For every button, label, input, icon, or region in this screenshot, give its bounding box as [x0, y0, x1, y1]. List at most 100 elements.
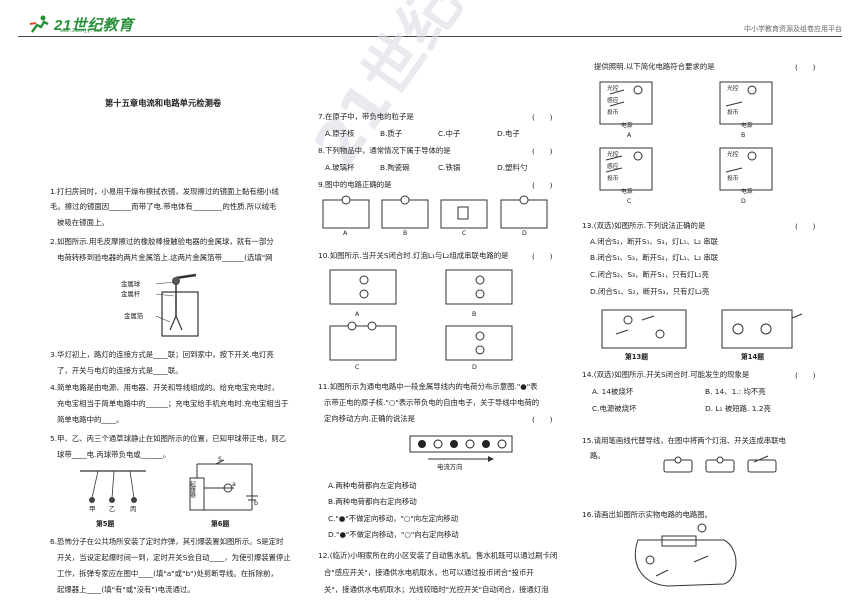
- q6-line1: 6.恐怖分子在公共场所安装了定时炸弹，其引爆装置如图所示。S是定时: [50, 537, 284, 546]
- q1-line2: 毛。擦过的镜面因______而带了电.带电体有________的性质.所以绒毛: [50, 202, 277, 211]
- box-a-coin: 投币: [607, 110, 619, 116]
- q16-stem: 16.请画出如图所示实物电路的电路图。: [582, 510, 713, 519]
- q14-answer-paren[interactable]: ( ): [795, 371, 816, 380]
- q14-opt-a[interactable]: A. 14被烧坏: [592, 387, 634, 396]
- box-a-light-ctrl: 光控: [607, 86, 619, 92]
- q7-answer-paren[interactable]: ( ): [532, 113, 553, 122]
- q11-line3: 定向移动方向.正确的说法是: [324, 414, 416, 423]
- q12-line1: 12.(临沂)小明家所在的小区安装了自动售水机。售水机既可以通过刷卡闭: [318, 551, 558, 560]
- q4-line2: 充电宝相当于简单电路中的______；充电宝给手机充电时.充电宝相当于: [57, 399, 289, 408]
- box-c-light-ctrl: 光控: [607, 152, 619, 158]
- q7-opt-c[interactable]: C.中子: [438, 129, 461, 138]
- box-b-light-ctrl: 光控: [727, 86, 739, 92]
- q9-fig-c: C: [462, 230, 467, 237]
- detonator-figure: [189, 459, 258, 511]
- q14-opt-d[interactable]: D. L₁ 被短路. 1.2亮: [705, 404, 771, 413]
- q11-opt-c[interactable]: C."●"不做定向移动，"○"向左定向移动: [328, 514, 459, 523]
- q6-line3: 工作，拆弹专家应在图中____(填"a"或"b")处剪断导线。在拆除前，: [57, 569, 278, 578]
- q7-opt-b[interactable]: B.质子: [380, 129, 403, 138]
- logo-text: 21世纪教育: [54, 16, 134, 34]
- q12-fig-c: C: [627, 198, 632, 205]
- label-metal-rod: 金属杆: [121, 290, 141, 298]
- q10-circuits-figure: [329, 269, 513, 361]
- box-d-light-ctrl: 光控: [727, 152, 739, 158]
- q3-line1: 3.华灯初上，路灯的连接方式是____联；回到家中，按下开关.电灯亮: [50, 350, 274, 359]
- q12-answer-paren[interactable]: ( ): [795, 63, 816, 72]
- q5-line1: 5.甲、乙、丙三个通草球静止在如图所示的位置，已知甲球带正电，则乙: [50, 434, 287, 443]
- q9-fig-d: D: [522, 230, 527, 237]
- q8-stem: 8.下列物品中，通常情况下属于导体的是: [318, 146, 451, 155]
- q11-answer-paren[interactable]: ( ): [532, 415, 553, 424]
- q2-line1: 2.如图所示.用毛皮摩擦过的橡胶棒接触验电器的金属球，就有一部分: [50, 237, 274, 246]
- q13-opt-c[interactable]: C.闭合S₂、S₃，断开S₁，只有灯L₁亮: [590, 270, 709, 279]
- ball-label-bing: 丙: [130, 505, 137, 513]
- q11-line1: 11.如图所示为通电电路中一段金属导线内的电荷分布示意图."●"表: [318, 382, 538, 391]
- box-d-coin: 投币: [727, 176, 739, 182]
- q9-circuits-figure: [322, 195, 548, 229]
- q1-line1: 1.打扫房间时，小易用干燥布擦拭衣镜，发现擦过的镜面上黏有细小绒: [50, 187, 279, 196]
- wire-a-label: a: [232, 481, 236, 488]
- q10-fig-b: B: [472, 311, 477, 318]
- q13-opt-d[interactable]: D.闭合S₁、S₂，断开S₃，只有灯L₂亮: [590, 287, 710, 296]
- q10-fig-a: A: [355, 311, 360, 318]
- q11-opt-d[interactable]: D."●"不做定向移动，"○"向右定向移动: [328, 530, 459, 539]
- q9-stem: 9.图中的电路正确的是: [318, 180, 392, 189]
- q9-fig-b: B: [403, 230, 408, 237]
- q12-circuits-figure: [599, 81, 773, 191]
- q5-line2: 球带____电.丙球带负电或______。: [57, 450, 171, 459]
- q8-opt-c[interactable]: C.铁锅: [438, 163, 461, 172]
- box-c-sensor: 感应: [607, 164, 619, 170]
- pith-balls-figure: [80, 470, 146, 503]
- box-d-power: 电源: [741, 189, 753, 195]
- q13-answer-paren[interactable]: ( ): [795, 222, 816, 231]
- q12-fig-d: D: [741, 198, 746, 205]
- q10-stem: 10.如图所示.当开关S闭合时.灯泡L₁与L₂组成串联电路的是: [318, 251, 509, 260]
- q11-line2: 示带正电的原子核."○"表示带负电的自由电子，关于导线中电荷的: [324, 398, 540, 407]
- q13-opt-b[interactable]: B.闭合S₁、S₃，断开S₂，灯L₁、L₂ 串联: [590, 253, 719, 262]
- q14-stem: 14.(双选)如图所示.开关S闭合时.可能发生的现象是: [582, 370, 750, 379]
- logo-url: www.21cnjy.com: [60, 28, 103, 34]
- q10-fig-d: D: [472, 364, 477, 371]
- q15-line1: 15.请用笔画线代替导线，在图中将两个灯泡、开关连成串联电: [582, 436, 786, 445]
- q7-opt-a[interactable]: A.原子核: [325, 129, 355, 138]
- q14-opt-b[interactable]: B. 14、1.: 均不亮: [705, 387, 766, 396]
- detonator-label: 起爆器: [189, 481, 195, 498]
- box-a-sensor: 感应: [607, 98, 619, 104]
- platform-name: 中小学教育资源及组卷应用平台: [744, 25, 842, 33]
- caption-q6: 第6题: [211, 520, 230, 528]
- q11-opt-a[interactable]: A.两种电荷都向左定向移动: [328, 481, 417, 490]
- electroscope-figure: [155, 273, 199, 337]
- q8-opt-d[interactable]: D.塑料勺: [497, 163, 528, 172]
- caption-q5: 第5题: [96, 520, 115, 528]
- box-c-coin: 投币: [607, 176, 619, 182]
- box-c-power: 电源: [621, 189, 633, 195]
- q7-opt-d[interactable]: D.电子: [497, 129, 520, 138]
- q14-opt-c[interactable]: C.电源被烧坏: [592, 404, 637, 413]
- q8-answer-paren[interactable]: ( ): [532, 147, 553, 156]
- label-metal-ball: 金属球: [121, 280, 141, 288]
- q12-line3: 关"，接通供水电机取水；光线较暗时"光控开关"自动闭合，接通灯泡: [324, 585, 549, 594]
- q13-opt-a[interactable]: A.闭合S₂，断开S₁、S₃，灯L₁、L₂ 串联: [590, 237, 719, 246]
- q13-stem: 13.(双选)如图所示.下列说法正确的是: [582, 221, 706, 230]
- q10-answer-paren[interactable]: ( ): [532, 252, 553, 261]
- q12-fig-b: B: [741, 132, 746, 139]
- q11-opt-b[interactable]: B.两种电荷都向右定向移动: [328, 497, 417, 506]
- header-divider: [18, 36, 842, 37]
- q8-opt-a[interactable]: A.玻璃杯: [325, 163, 355, 172]
- wire-b-label: b: [254, 500, 258, 507]
- ball-label-jia: 甲: [89, 505, 96, 513]
- q12-continued: 提供照明.以下简化电路符合要求的是: [594, 62, 715, 71]
- conductor-charges-figure: [409, 435, 513, 462]
- box-b-coin: 投币: [727, 110, 739, 116]
- label-metal-foil: 金属箔: [124, 312, 144, 320]
- q2-line2: 电荷转移到验电器的两片金属箔上.这两片金属箔带______(选填"网: [57, 253, 273, 262]
- q8-opt-b[interactable]: B.陶瓷碗: [380, 163, 410, 172]
- box-a-power: 电源: [621, 123, 633, 129]
- ball-label-yi: 乙: [109, 505, 116, 513]
- q16-circuit-figure: [634, 523, 737, 587]
- q9-fig-a: A: [343, 230, 348, 237]
- q9-answer-paren[interactable]: ( ): [532, 181, 553, 190]
- q4-line3: 简单电路中的____。: [57, 415, 124, 424]
- q4-line1: 4.简单电路是由电源、用电器、开关和导线组成的。给充电宝充电时，: [50, 383, 279, 392]
- q15-line2: 路。: [590, 451, 605, 460]
